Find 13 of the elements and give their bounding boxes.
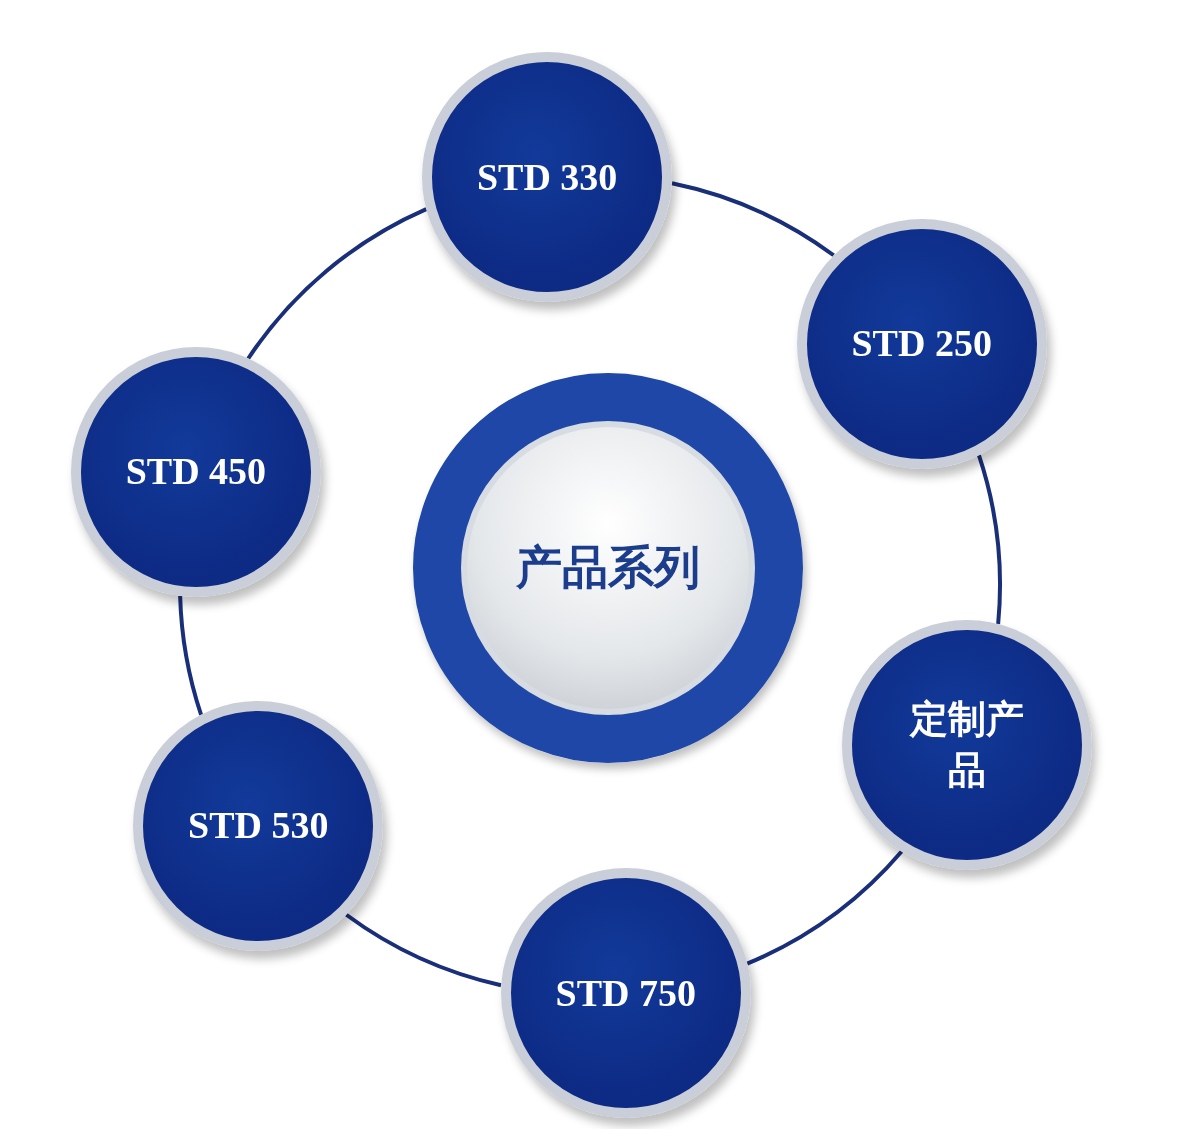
connector-arc xyxy=(345,913,502,988)
hub-circle: 产品系列 xyxy=(413,373,803,763)
product-circle: STD 450 xyxy=(70,347,321,597)
product-circle: STD 250 xyxy=(796,219,1047,469)
product-circle: STD 750 xyxy=(500,868,751,1119)
connector-arc xyxy=(246,207,428,360)
connector-arc xyxy=(671,181,835,257)
connector-arc xyxy=(976,454,1002,625)
connector-arc xyxy=(178,595,203,716)
product-circle: 定制产品 xyxy=(842,620,1093,871)
product-circle: STD 330 xyxy=(422,52,673,303)
connector-arc xyxy=(746,850,904,966)
product-circle: STD 530 xyxy=(133,701,384,951)
